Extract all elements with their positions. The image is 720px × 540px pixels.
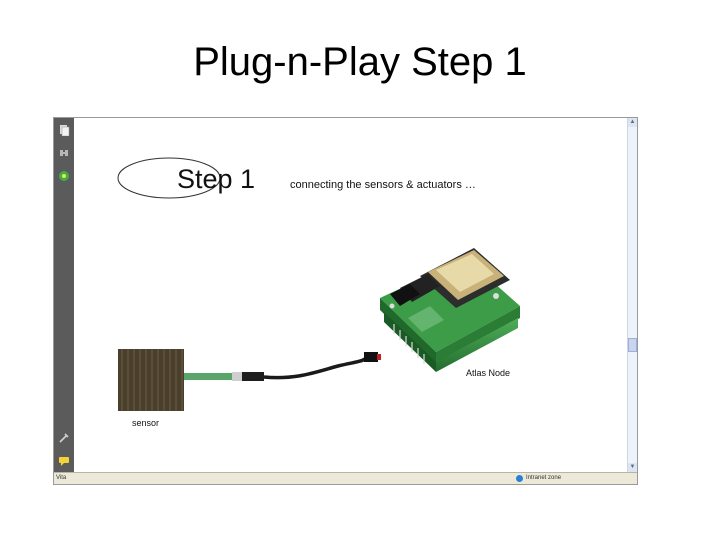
globe-icon — [516, 475, 523, 482]
scroll-down-icon[interactable]: ▼ — [628, 463, 637, 472]
document-viewer-window: Step 1 connecting the sensors & actuator… — [53, 117, 638, 485]
step-highlight-oval — [117, 157, 221, 199]
step-heading: Step 1 — [177, 164, 256, 194]
security-zone-label: Intranet zone — [526, 475, 562, 481]
scroll-thumb[interactable] — [628, 338, 637, 352]
tools-icon[interactable] — [58, 432, 70, 444]
attachments-icon[interactable] — [58, 147, 70, 159]
sensor-image — [118, 349, 381, 411]
comments-icon[interactable] — [58, 455, 70, 467]
navigation-toolbar — [54, 118, 74, 472]
atlas-node-caption: Atlas Node — [466, 368, 511, 378]
status-bar: Vita Intranet zone — [54, 472, 637, 484]
pages-icon[interactable] — [58, 124, 70, 136]
sensor-caption: sensor — [132, 418, 160, 428]
step-description: connecting the sensors & actuators … — [290, 179, 476, 191]
slide-title: Plug-n-Play Step 1 — [193, 40, 527, 84]
vertical-scrollbar[interactable]: ▲ ▼ — [627, 118, 637, 472]
scroll-up-icon[interactable]: ▲ — [628, 118, 637, 127]
help-icon[interactable] — [58, 170, 70, 182]
page-content: Step 1 connecting the sensors & actuator… — [74, 118, 627, 472]
atlas-node-image — [380, 248, 520, 372]
status-text: Vita — [56, 475, 67, 481]
